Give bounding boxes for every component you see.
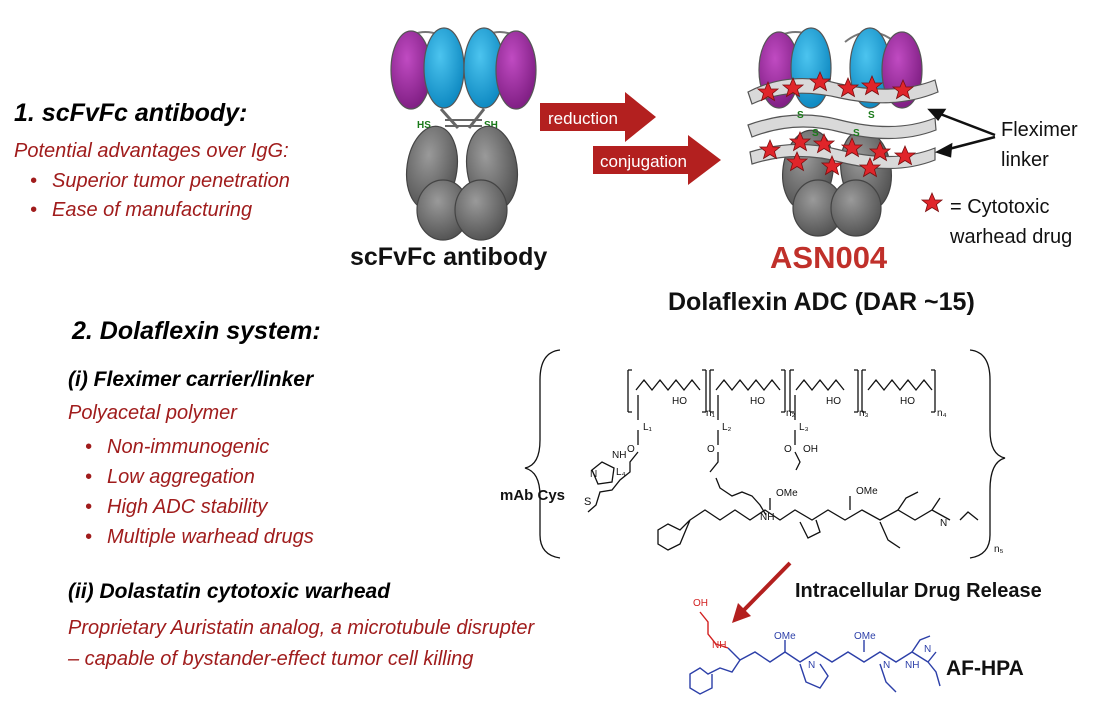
reduction-arrow: reduction (540, 92, 656, 142)
section1-subheading: Potential advantages over IgG: (14, 140, 289, 162)
n-label: N (940, 518, 947, 529)
bullet-item: Non-immunogenic (83, 432, 314, 462)
ho-label: HO (900, 396, 915, 407)
s-label: S (853, 128, 860, 139)
fleximer-ribbon (747, 114, 937, 140)
n4-label: n₄ (937, 408, 947, 419)
antibody-label: scFvFc antibody (350, 243, 548, 271)
n2-label: n₂ (786, 408, 796, 419)
fleximer-carrier-desc: Polyacetal polymer (68, 402, 237, 424)
s-label: S (868, 110, 875, 121)
fleximer-label-line2: linker (1001, 149, 1049, 171)
n3-label: n₃ (859, 408, 869, 419)
fleximer-ribbon (749, 143, 936, 170)
ome-label: OMe (774, 631, 796, 642)
oh-label: OH (693, 598, 708, 609)
bullet-item: Multiple warhead drugs (83, 522, 314, 552)
n5-label: n₅ (994, 544, 1004, 555)
fleximer-label-line1: Fleximer (1001, 119, 1078, 141)
legend-star-icon (920, 191, 944, 213)
release-label: Intracellular Drug Release (795, 580, 1042, 602)
dolastatin-line1: Proprietary Auristatin analog, a microtu… (68, 617, 535, 639)
product-name: AF-HPA (946, 657, 1024, 680)
l2-label: L₂ (722, 422, 732, 433)
ome-label: OMe (776, 488, 798, 499)
adc-subtitle: Dolaflexin ADC (DAR ~15) (668, 288, 975, 316)
scfvfc-antibody-icon: HS SH (390, 27, 537, 241)
o-label: O (784, 444, 792, 455)
fleximer-bullet-list: Non-immunogenic Low aggregation High ADC… (83, 432, 314, 552)
dolastatin-line2: – capable of bystander-effect tumor cell… (68, 648, 474, 670)
n-label: N (590, 469, 597, 480)
vh-domain-left (423, 27, 465, 109)
ho-label: HO (750, 396, 765, 407)
nh-label: NH (760, 512, 774, 523)
nh-label: NH (712, 640, 726, 651)
l4-label: L₄ (616, 467, 626, 478)
s-link-label: S (584, 496, 591, 508)
adc-name: ASN004 (770, 240, 888, 275)
structure-labels: HO HO HO HO n₁ n₂ n₃ n₄ L₁ L₂ L₃ L₄ O O … (590, 396, 1004, 555)
reduction-label: reduction (548, 109, 618, 128)
bullet-item: Superior tumor penetration (28, 167, 290, 196)
n-label: N (883, 660, 890, 671)
fleximer-pointer-arrows (927, 108, 996, 158)
s-label: S (797, 110, 804, 121)
conjugation-label: conjugation (600, 152, 687, 171)
release-arrow (732, 561, 792, 623)
n-label: N (808, 660, 815, 671)
mab-cys-label: mAb Cys (500, 487, 565, 504)
nh-label: NH (905, 660, 919, 671)
section2-heading: 2. Dolaflexin system: (72, 317, 321, 345)
o-label: O (707, 444, 715, 455)
section1-heading: 1. scFvFc antibody: (14, 99, 248, 127)
asn004-adc-icon: S S S S (747, 27, 939, 237)
legend-line1: = Cytotoxic (950, 196, 1050, 218)
legend-line2: warhead drug (950, 226, 1073, 248)
af-hpa-structure (689, 611, 941, 695)
bullet-item: Ease of manufacturing (28, 196, 290, 225)
s-label: S (812, 128, 819, 139)
af-hpa-labels: OH NH OMe OMe N N NH N (693, 598, 931, 671)
ho-label: HO (826, 396, 841, 407)
nh-label: NH (612, 450, 626, 461)
fleximer-carrier-heading: (i) Fleximer carrier/linker (68, 368, 314, 391)
ome-label: OMe (854, 631, 876, 642)
oh-label: OH (803, 444, 818, 455)
o-label: O (627, 444, 635, 455)
bullet-item: Low aggregation (83, 462, 314, 492)
sh-label: SH (484, 120, 498, 131)
ho-label: HO (672, 396, 687, 407)
warhead-stars (756, 70, 917, 178)
ome-label: OMe (856, 486, 878, 497)
n1-label: n₁ (706, 408, 716, 419)
dolaflexin-structure (524, 349, 1006, 559)
vl-domain-right (495, 30, 537, 110)
conjugation-arrow: conjugation (593, 135, 721, 185)
dolastatin-heading: (ii) Dolastatin cytotoxic warhead (68, 580, 391, 603)
section1-bullet-list: Superior tumor penetration Ease of manuf… (28, 167, 290, 225)
l3-label: L₃ (799, 422, 809, 433)
l1-label: L₁ (643, 422, 653, 433)
bullet-item: High ADC stability (83, 492, 314, 522)
n-label: N (924, 644, 931, 655)
hs-label: HS (417, 120, 431, 131)
